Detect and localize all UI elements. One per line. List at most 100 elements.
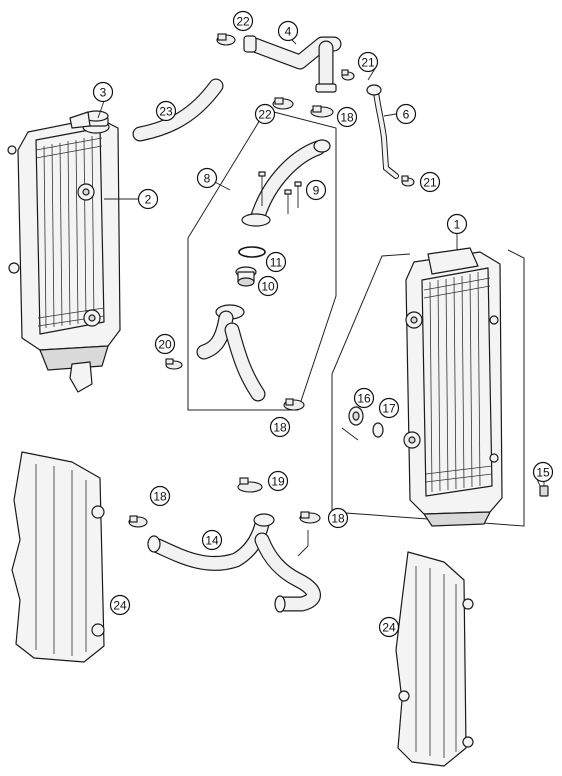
callout-labels: 1234689101114151617181818181920212122222… [92, 10, 554, 638]
callout-circle [378, 616, 400, 638]
callout-number: 3 [100, 86, 107, 100]
callout-circle [277, 20, 299, 42]
callout-6: 6 [395, 103, 417, 125]
callout-15: 15 [532, 461, 554, 483]
callout-circle [149, 485, 171, 507]
clamp-21-lower [401, 175, 415, 187]
callout-circle [155, 100, 177, 122]
hose-23 [132, 78, 224, 142]
callout-4: 4 [277, 20, 299, 42]
callout-19: 19 [267, 470, 289, 492]
callout-18c: 18 [149, 485, 171, 507]
callout-23: 23 [155, 100, 177, 122]
callout-circle [446, 213, 468, 235]
callout-3: 3 [92, 81, 114, 103]
hose-4 [243, 35, 342, 93]
callout-22b: 22 [254, 103, 276, 125]
callout-number: 11 [270, 256, 283, 270]
callout-circle [336, 106, 358, 128]
callout-1: 1 [446, 213, 468, 235]
callout-number: 1 [454, 218, 461, 232]
callout-20: 20 [154, 333, 176, 355]
callout-number: 24 [382, 621, 396, 635]
callout-number: 17 [382, 402, 396, 416]
callout-number: 21 [361, 56, 375, 70]
callout-circle [201, 529, 223, 551]
callout-22a: 22 [232, 10, 254, 32]
bolts-9 [258, 171, 302, 214]
callout-circle [196, 167, 218, 189]
callout-number: 6 [403, 108, 410, 122]
callout-circle [254, 103, 276, 125]
callout-number: 15 [536, 466, 550, 480]
hose-14 [147, 513, 321, 613]
grommet-16 [348, 406, 364, 426]
callout-number: 10 [261, 280, 275, 294]
callout-circle [109, 594, 131, 616]
callout-number: 18 [340, 111, 354, 125]
lower-housing [196, 304, 266, 402]
clamp-19 [237, 477, 263, 493]
clamp-18-lower-right [299, 511, 321, 524]
callout-number: 21 [423, 176, 437, 190]
callout-24b: 24 [378, 616, 400, 638]
callout-circle [257, 275, 279, 297]
callout-circle [267, 470, 289, 492]
callout-8: 8 [196, 167, 218, 189]
callout-number: 18 [153, 490, 167, 504]
clamp-18-lower-left [128, 515, 148, 528]
callout-16: 16 [353, 387, 375, 409]
callout-circle [305, 179, 327, 201]
callout-number: 2 [145, 193, 152, 207]
clamp-18-top [310, 105, 334, 118]
callout-circle [419, 171, 441, 193]
callout-18b: 18 [269, 416, 291, 438]
shroud-left [11, 451, 105, 663]
callout-number: 23 [159, 105, 173, 119]
callout-number: 20 [158, 338, 172, 352]
callout-number: 16 [357, 392, 371, 406]
callout-number: 18 [331, 512, 345, 526]
callout-number: 22 [236, 15, 250, 29]
callout-number: 22 [258, 108, 272, 122]
callout-18d: 18 [327, 507, 349, 529]
right-radiator [403, 247, 503, 527]
callout-circle [353, 387, 375, 409]
callout-21a: 21 [357, 51, 379, 73]
callout-circle [265, 251, 287, 273]
callout-2: 2 [137, 188, 159, 210]
washer-17 [372, 422, 384, 438]
callout-number: 24 [113, 599, 127, 613]
callout-number: 8 [204, 172, 211, 186]
callout-circle [137, 188, 159, 210]
clamp-18-mid [283, 398, 305, 411]
clamp-22-top [216, 33, 236, 46]
clamp-20 [165, 358, 183, 370]
callout-24a: 24 [109, 594, 131, 616]
callout-17: 17 [378, 397, 400, 419]
clamp-21-upper [341, 69, 355, 81]
left-radiator [7, 117, 121, 393]
shroud-right [395, 551, 474, 767]
callout-circle [532, 461, 554, 483]
callout-9: 9 [305, 179, 327, 201]
tube-6 [366, 84, 399, 179]
callout-10: 10 [257, 275, 279, 297]
callout-circle [92, 81, 114, 103]
callout-circle [357, 51, 379, 73]
callout-circle [395, 103, 417, 125]
callout-11: 11 [265, 251, 287, 273]
callout-number: 4 [285, 25, 292, 39]
callout-circle [232, 10, 254, 32]
o-ring-11 [238, 246, 266, 258]
clamp-22-lower [272, 97, 294, 110]
callout-circle [269, 416, 291, 438]
radiator-cap [69, 110, 110, 134]
callout-14: 14 [201, 529, 223, 551]
callout-number: 9 [313, 184, 320, 198]
callout-18a: 18 [336, 106, 358, 128]
thermostat-10 [235, 266, 257, 287]
callout-number: 19 [271, 475, 285, 489]
callout-circle [327, 507, 349, 529]
